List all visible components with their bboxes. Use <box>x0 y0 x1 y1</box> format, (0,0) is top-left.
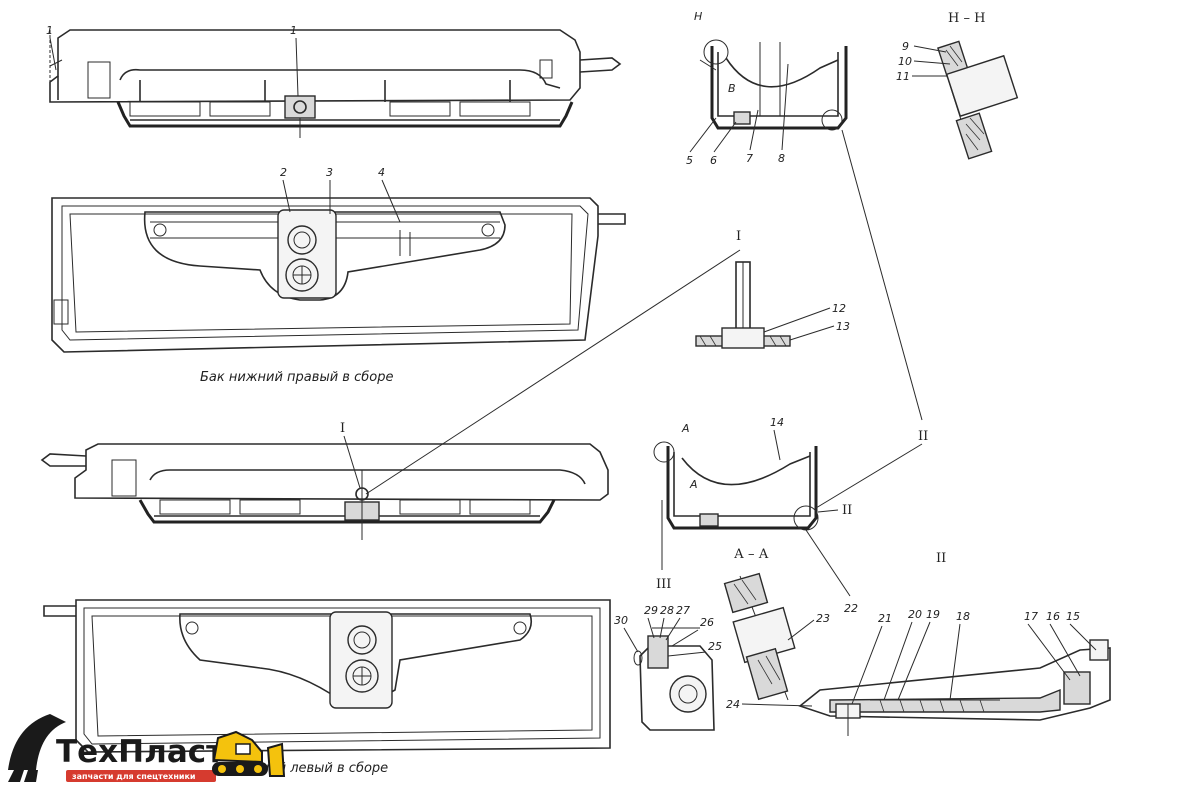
section-mark-II-a: II <box>918 429 928 444</box>
callout-24: 24 <box>726 698 740 711</box>
logo-subtitle: запчасти для спецтехники <box>72 772 196 781</box>
left-tank-plan-view <box>43 599 611 753</box>
callout-18: 18 <box>956 610 970 623</box>
callout-16: 16 <box>1046 610 1060 623</box>
section-aa <box>723 572 796 701</box>
section-mark-III: III <box>656 577 671 592</box>
logo-subtitle-bar <box>66 770 216 782</box>
callout-2: 2 <box>280 166 287 179</box>
callout-27: 27 <box>676 604 690 617</box>
callout-3: 3 <box>326 166 333 179</box>
section-mark-I-top: I <box>736 229 741 244</box>
callout-26: 26 <box>700 616 714 629</box>
callout-25: 25 <box>708 640 722 653</box>
techplast-logo: ТехПласт запчасти для спецтехники <box>8 714 286 782</box>
callout-6: 6 <box>710 154 717 167</box>
view-mark-B: В <box>728 82 736 95</box>
callout-5: 5 <box>686 154 693 167</box>
section-mark-I-mid: I <box>340 421 345 436</box>
caption-right-tank: Бак нижний правый в сборе <box>200 370 393 385</box>
section-label-nn: Н – Н <box>948 11 985 26</box>
cross-section-top <box>699 39 848 131</box>
view-mark-A-top: А <box>681 422 690 435</box>
callout-11: 11 <box>896 70 910 83</box>
callout-17: 17 <box>1024 610 1038 623</box>
section-mark-II-b: II <box>842 503 852 518</box>
callout-4: 4 <box>378 166 385 179</box>
callout-1-left: 1 <box>46 24 53 37</box>
section-nn <box>937 40 1019 160</box>
callout-13: 13 <box>836 320 850 333</box>
callout-21: 21 <box>878 612 892 625</box>
right-tank-plan-view <box>51 197 626 353</box>
excavator-bucket-icon <box>8 714 66 770</box>
callout-20: 20 <box>908 608 922 621</box>
callout-22: 22 <box>844 602 858 615</box>
callout-9: 9 <box>902 40 909 53</box>
callout-23: 23 <box>816 612 830 625</box>
callout-15: 15 <box>1066 610 1080 623</box>
callout-14: 14 <box>770 416 784 429</box>
right-tank-side-view <box>49 29 622 138</box>
cross-section-middle <box>653 441 819 531</box>
callout-1-mid: 1 <box>290 24 297 37</box>
callout-28: 28 <box>660 604 674 617</box>
view-mark-N: Н <box>694 10 702 23</box>
logo-wordmark: ТехПласт <box>56 734 224 770</box>
detail-II <box>798 639 1111 736</box>
callout-10: 10 <box>898 55 912 68</box>
callout-19: 19 <box>926 608 940 621</box>
callout-12: 12 <box>832 302 846 315</box>
detail-III <box>633 500 715 731</box>
callout-29: 29 <box>644 604 658 617</box>
view-mark-A-low: А <box>689 478 698 491</box>
section-label-aa: А – А <box>734 547 769 562</box>
detail-I <box>695 261 791 349</box>
left-tank-side-view <box>40 443 609 540</box>
callout-7: 7 <box>746 152 753 165</box>
callout-8: 8 <box>778 152 785 165</box>
section-label-II-c: II <box>936 551 946 566</box>
callout-30: 30 <box>614 614 628 627</box>
bulldozer-icon <box>212 730 286 777</box>
